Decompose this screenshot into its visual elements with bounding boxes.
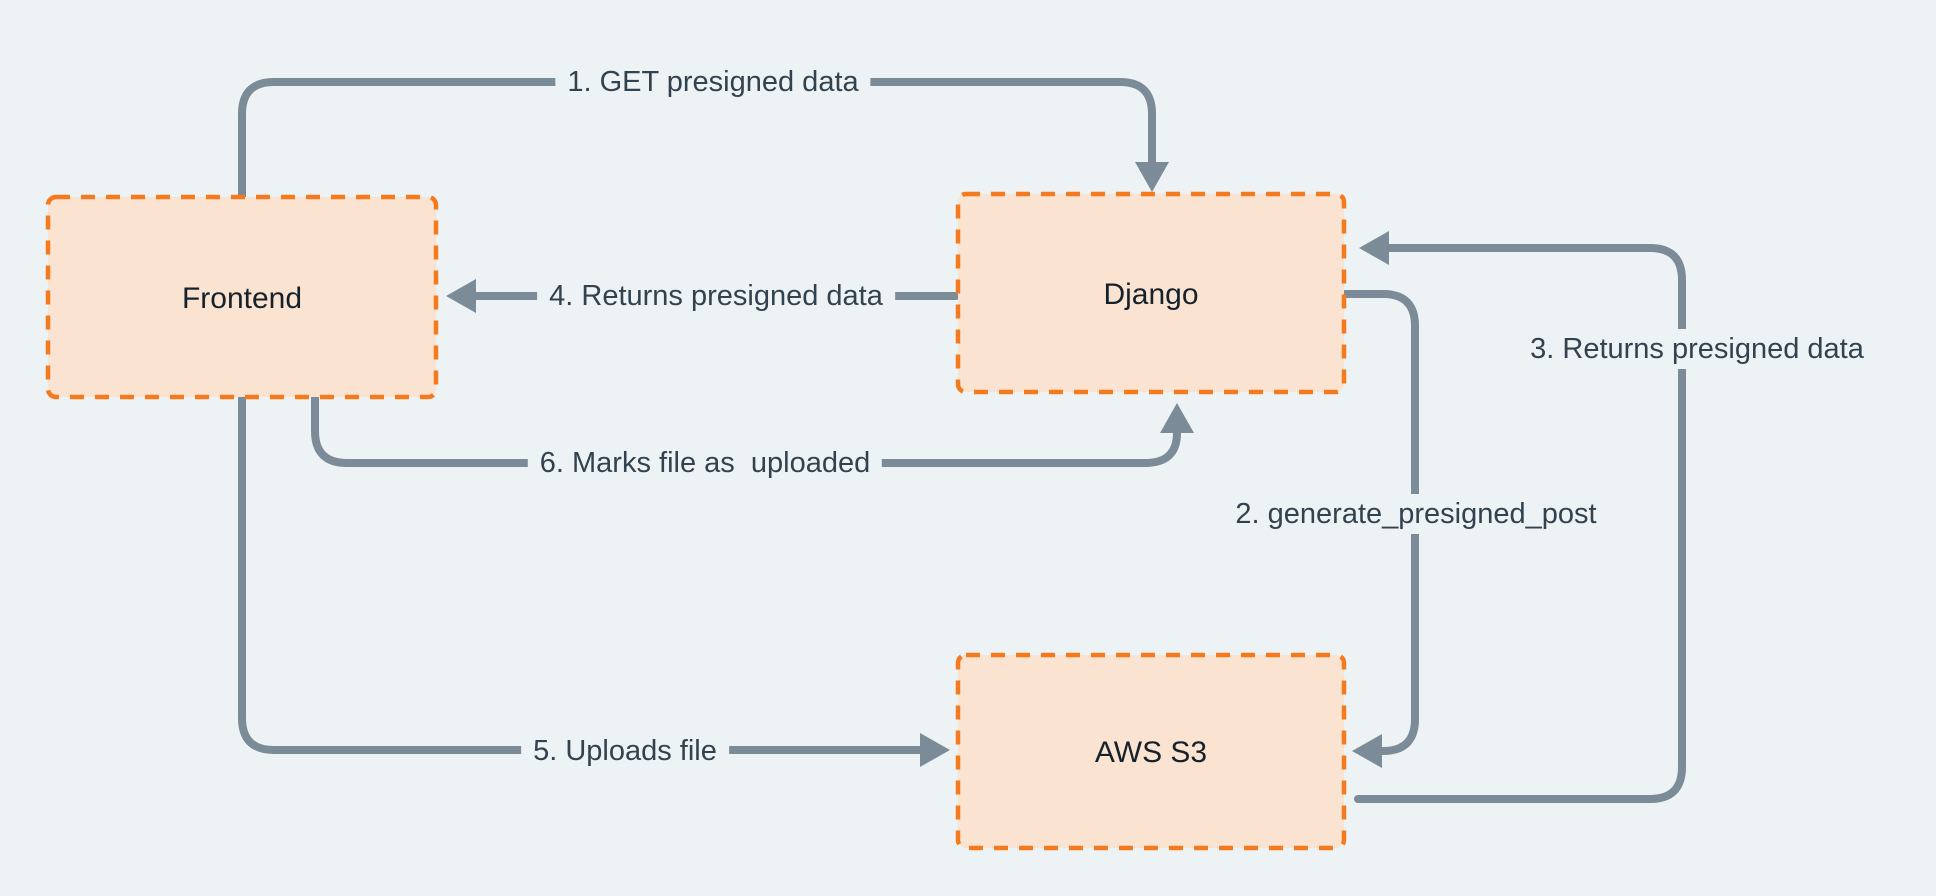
node-aws-s3-box (955, 652, 1347, 851)
arrow-step-3-arrowhead-left-icon (1359, 231, 1389, 265)
edge-label-step-4: 4. Returns presigned data (537, 276, 895, 316)
edge-label-step-2: 2. generate_presigned_post (1223, 494, 1609, 534)
node-aws-s3-label: AWS S3 (1094, 736, 1208, 769)
node-frontend-label: Frontend (181, 282, 303, 315)
arrow-step-3-line (1354, 244, 1686, 803)
arrow-step-1-arrowhead-down-icon (1135, 162, 1169, 192)
arrow-step-4-arrowhead-left-icon (446, 279, 476, 313)
arrow-step-6-arrowhead-up-icon (1160, 403, 1194, 433)
arrow-step-5-line (238, 393, 924, 754)
edge-label-step-1: 1. GET presigned data (555, 62, 871, 102)
arrow-step-6-line (311, 393, 1181, 467)
edge-label-step-6: 6. Marks file as uploaded (527, 443, 883, 483)
node-django-box (955, 191, 1347, 395)
arrow-step-2-arrowhead-left-icon (1352, 734, 1382, 768)
edge-label-step-5: 5. Uploads file (521, 731, 729, 771)
node-django-label: Django (1103, 278, 1199, 311)
node-frontend-box (45, 194, 439, 400)
edge-label-step-3: 3. Returns presigned data (1518, 329, 1876, 369)
arrow-step-5-arrowhead-right-icon (920, 733, 950, 767)
